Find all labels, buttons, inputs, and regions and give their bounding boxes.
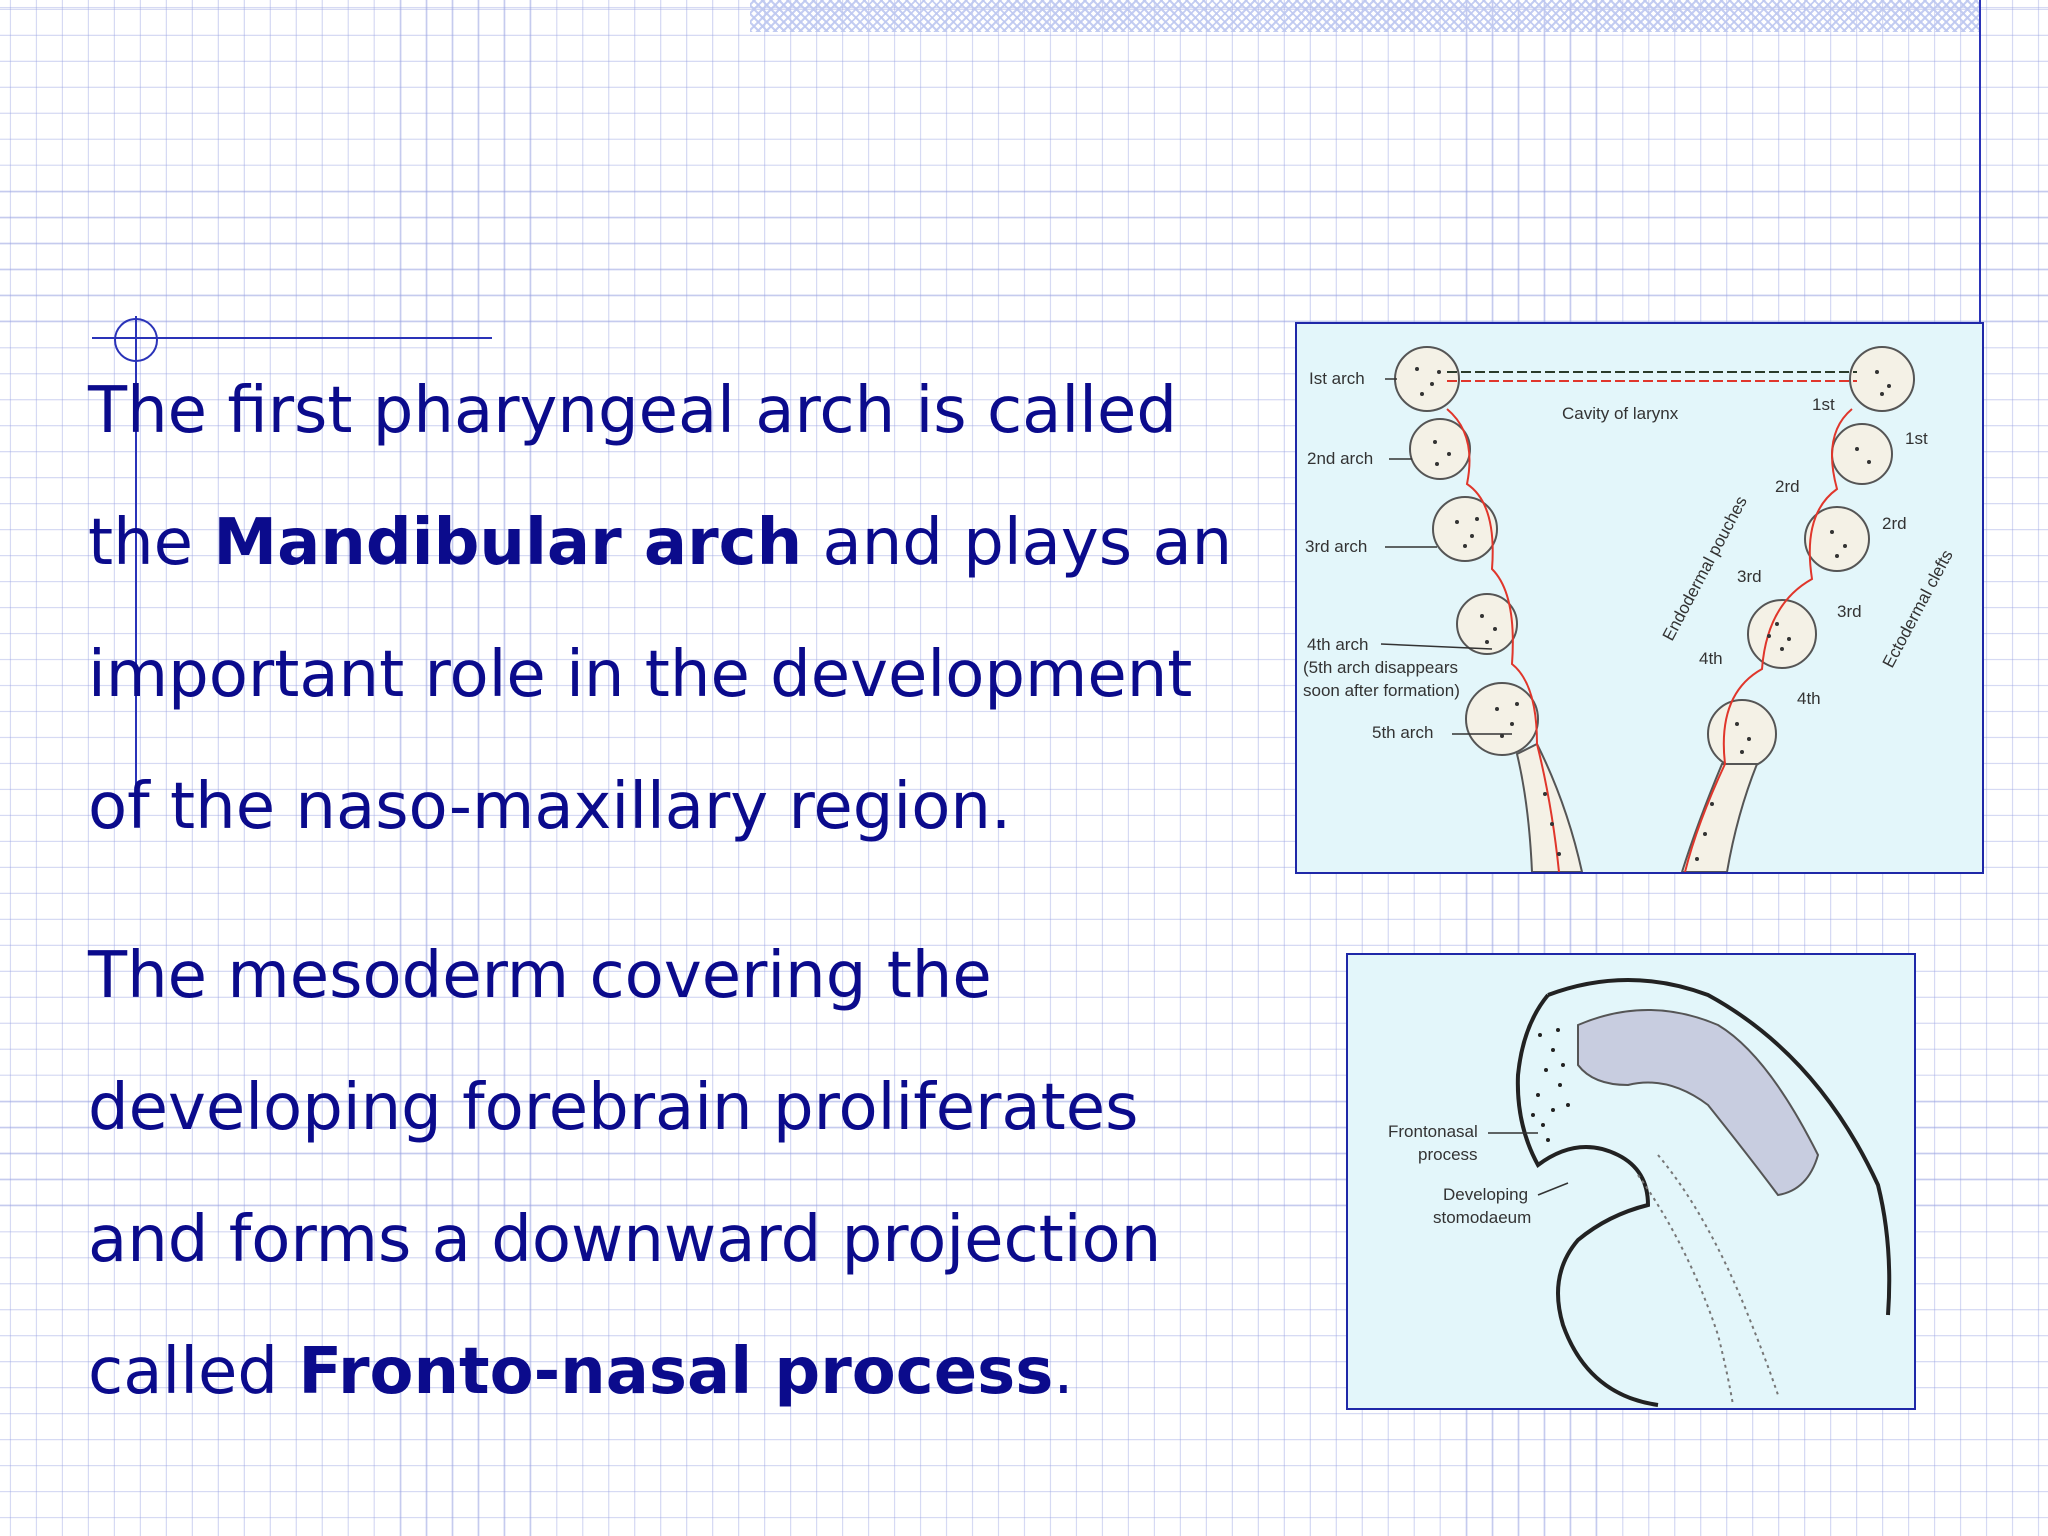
term-mandibular-arch: Mandibular arch xyxy=(213,506,803,580)
label-cleft-4th: 4th xyxy=(1797,689,1821,708)
label-cleft-2nd: 2rd xyxy=(1882,514,1907,533)
frontonasal-process-svg: Frontonasal process Developing stomodaeu… xyxy=(1388,978,1892,1407)
label-4th-arch-note-1: (5th arch disappears xyxy=(1303,658,1458,677)
label-1st-arch: Ist arch xyxy=(1309,369,1365,388)
frontonasal-dots xyxy=(1531,1028,1570,1142)
decorative-vertical-line xyxy=(1979,0,1981,330)
stomodaeum-pointer xyxy=(1537,1182,1569,1196)
paragraph-text: and plays an important role in the devel… xyxy=(88,506,1233,844)
mesoderm-dots xyxy=(1415,367,1891,861)
decorative-circle-icon xyxy=(114,318,158,362)
paragraph-text: . xyxy=(1053,1335,1074,1409)
pharynx-dotted-line-2 xyxy=(1637,1174,1734,1406)
term-frontonasal-process: Fronto-nasal process xyxy=(298,1335,1054,1409)
label-cleft-3rd: 3rd xyxy=(1837,602,1862,621)
pharyngeal-arches-diagram: Ist arch 2nd arch 3rd arch 4th arch (5th… xyxy=(1295,322,1984,874)
left-endoderm-outline xyxy=(1446,408,1560,872)
right-arch-column xyxy=(1680,346,1915,872)
label-pouch-1st: 1st xyxy=(1812,395,1835,414)
paragraph-mandibular-arch: The first pharyngeal arch is called the … xyxy=(88,345,1248,873)
paragraph-text: The first pharyngeal arch is called the xyxy=(88,374,1177,580)
label-frontonasal-2: process xyxy=(1418,1145,1478,1164)
forebrain-region xyxy=(1577,1009,1820,1197)
label-pouch-2nd: 2rd xyxy=(1775,477,1800,496)
label-frontonasal-1: Frontonasal xyxy=(1388,1122,1478,1141)
label-3rd-arch: 3rd arch xyxy=(1305,537,1367,556)
left-arch-column xyxy=(1394,346,1584,872)
label-stomodaeum-1: Developing xyxy=(1443,1185,1528,1204)
label-cavity-of-larynx: Cavity of larynx xyxy=(1562,404,1679,423)
decorative-horizontal-line xyxy=(92,337,492,339)
label-ectodermal-clefts: Ectodermal clefts xyxy=(1879,547,1957,671)
decorative-bullet-line xyxy=(135,316,137,816)
header-pattern-band xyxy=(750,0,1980,32)
label-pointers xyxy=(1380,378,1512,735)
label-2nd-arch: 2nd arch xyxy=(1307,449,1373,468)
label-pouch-3rd: 3rd xyxy=(1737,567,1762,586)
label-4th-arch-note-2: soon after formation) xyxy=(1303,681,1460,700)
embryo-inner-outline xyxy=(1515,993,1659,1407)
paragraph-frontonasal-process: The mesoderm covering the developing for… xyxy=(88,910,1248,1438)
pharynx-dotted-line-1 xyxy=(1657,1154,1779,1396)
right-endoderm-outline xyxy=(1684,408,1853,872)
label-cleft-1st: 1st xyxy=(1905,429,1928,448)
embryo-head-outline xyxy=(1547,978,1892,1316)
frontonasal-process-diagram: Frontonasal process Developing stomodaeu… xyxy=(1346,953,1916,1410)
label-5th-arch: 5th arch xyxy=(1372,723,1433,742)
paragraph-text: The mesoderm covering the developing for… xyxy=(88,939,1162,1409)
label-stomodaeum-2: stomodaeum xyxy=(1433,1208,1531,1227)
label-4th-arch: 4th arch xyxy=(1307,635,1368,654)
label-pouch-4th: 4th xyxy=(1699,649,1723,668)
pharyngeal-arches-svg: Ist arch 2nd arch 3rd arch 4th arch (5th… xyxy=(1303,346,1957,872)
